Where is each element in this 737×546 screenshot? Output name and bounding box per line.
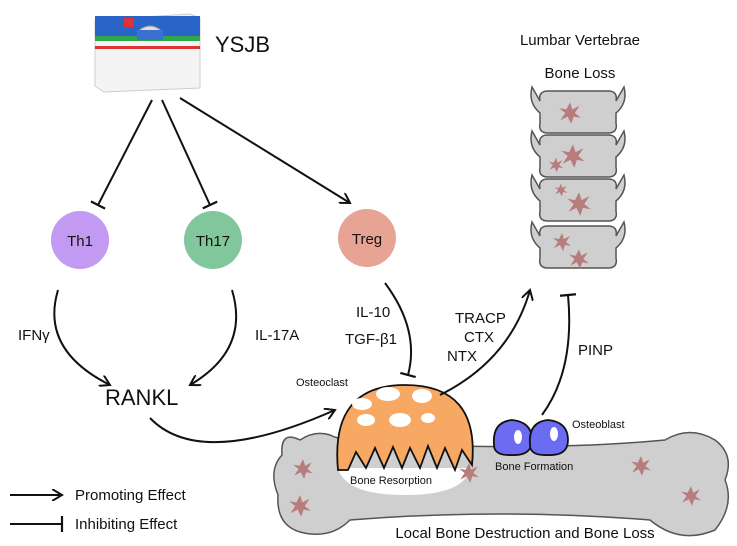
th17-circle bbox=[184, 211, 242, 269]
medicine-box-icon bbox=[94, 13, 201, 93]
resorption-pit bbox=[338, 468, 470, 495]
osteoblast-label: Osteoblast bbox=[572, 419, 625, 431]
th17-label: Th17 bbox=[196, 233, 230, 250]
treg-inhibit-line bbox=[384, 282, 417, 379]
th1-circle bbox=[51, 211, 109, 269]
inhibit-th1-line bbox=[90, 99, 153, 210]
il10-label: IL-10 bbox=[356, 304, 390, 321]
vertebra bbox=[530, 86, 626, 134]
pinp-label: PINP bbox=[578, 342, 613, 359]
vertebra bbox=[530, 130, 626, 178]
drug-name: YSJB bbox=[215, 32, 270, 57]
osteoblast-cells bbox=[492, 419, 569, 456]
bone-resorption-label: Bone Resorption bbox=[350, 475, 432, 487]
lumbar-vertebrae bbox=[530, 86, 626, 269]
legend-inhibiting: Inhibiting Effect bbox=[75, 516, 178, 533]
il17a-arrow bbox=[190, 289, 238, 385]
bone-caption: Local Bone Destruction and Bone Loss bbox=[395, 525, 654, 542]
inhibit-th17-line bbox=[161, 99, 218, 210]
ctx-label: CTX bbox=[464, 329, 494, 346]
tgfb1-label: TGF-β1 bbox=[345, 331, 397, 348]
th17-cell: Th17 bbox=[184, 211, 242, 269]
rankl-osteoclast-arrow bbox=[149, 410, 335, 444]
vertebra bbox=[530, 174, 626, 222]
il17a-label: IL-17A bbox=[255, 327, 299, 344]
legend-promoting: Promoting Effect bbox=[75, 487, 186, 504]
rankl-label: RANKL bbox=[105, 385, 178, 410]
osteoclast-cell bbox=[336, 384, 474, 473]
ntx-label: NTX bbox=[447, 348, 477, 365]
treg-circle bbox=[338, 209, 396, 267]
bone-formation-label: Bone Formation bbox=[495, 461, 573, 473]
resorption-markers-arrow bbox=[439, 290, 530, 396]
pinp-inhibit-line bbox=[541, 293, 577, 416]
vertebra bbox=[530, 221, 626, 269]
vertebrae-subtitle: Bone Loss bbox=[545, 65, 616, 82]
ifng-label: IFNγ bbox=[18, 327, 50, 344]
promote-treg-arrow bbox=[179, 97, 350, 203]
treg-label: Treg bbox=[352, 231, 382, 248]
th1-label: Th1 bbox=[67, 233, 93, 250]
osteoclast-label: Osteoclast bbox=[296, 377, 348, 389]
ifng-arrow bbox=[53, 289, 110, 385]
vertebrae-title: Lumbar Vertebrae bbox=[520, 32, 640, 49]
tracp-label: TRACP bbox=[455, 310, 506, 327]
th1-cell: Th1 bbox=[51, 211, 109, 269]
legend: Promoting Effect Inhibiting Effect bbox=[10, 487, 186, 533]
treg-cell: Treg bbox=[338, 209, 396, 267]
